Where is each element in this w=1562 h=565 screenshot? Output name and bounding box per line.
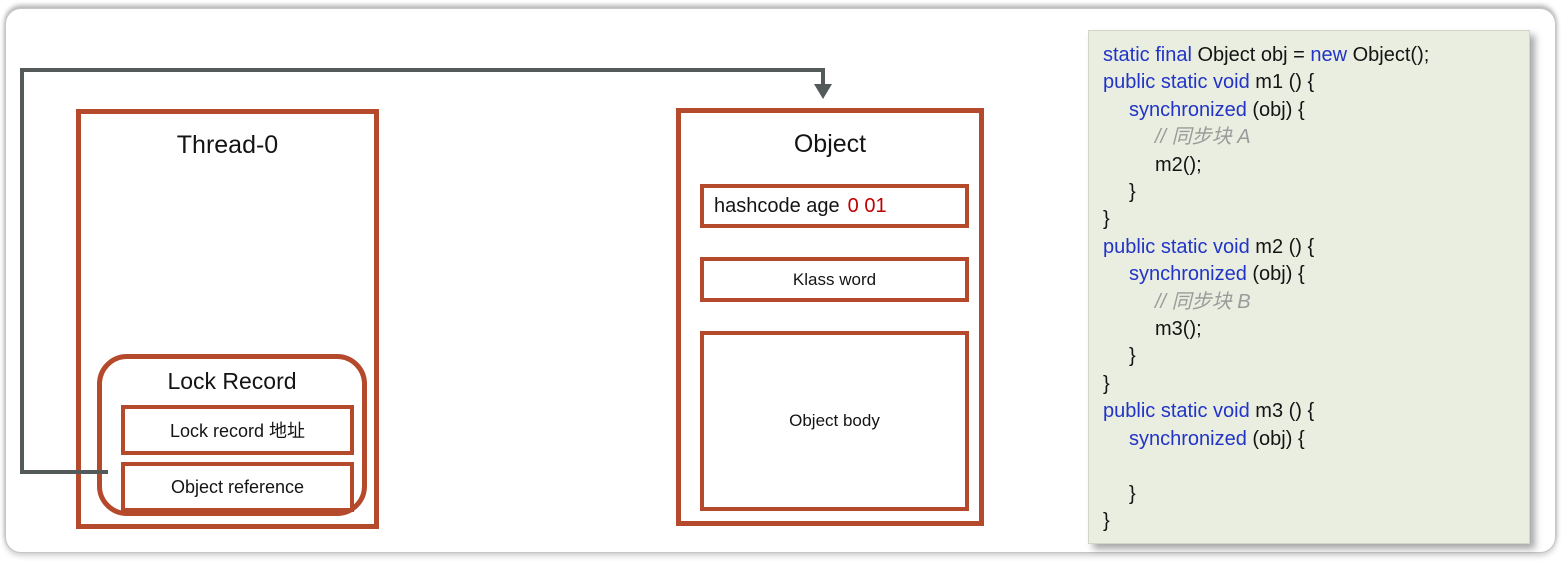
code-token-cm: // 同步块 A — [1155, 126, 1251, 149]
klass-word-cell: Klass word — [700, 257, 969, 302]
object-body-cell: Object body — [700, 331, 969, 511]
code-token-kw: new — [1310, 44, 1348, 66]
code-line: } — [1103, 481, 1521, 508]
code-token-pl: (obj) { — [1246, 427, 1305, 450]
code-line: } — [1103, 371, 1521, 398]
code-token-pl: (obj) { — [1246, 263, 1305, 286]
mark-word-label: hashcode age — [714, 194, 840, 217]
code-token-pl: m3 () { — [1249, 400, 1315, 423]
code-token-pl: } — [1129, 181, 1136, 204]
code-line: } — [1103, 179, 1521, 206]
code-token-pl: } — [1129, 482, 1136, 505]
mark-word-cell: hashcode age 0 01 — [700, 184, 969, 228]
lock-record-address-cell: Lock record 地址 — [121, 405, 354, 455]
code-line: synchronized (obj) { — [1103, 426, 1521, 453]
code-token-pl: m2 () { — [1249, 235, 1315, 258]
object-body-label: Object body — [789, 411, 880, 430]
code-line: m2(); — [1103, 152, 1521, 179]
code-token-kw: static final — [1103, 44, 1192, 66]
code-line: // 同步块 A — [1103, 124, 1521, 151]
code-block: static final Object obj = new Object();p… — [1088, 30, 1530, 544]
mark-word-value: 0 01 — [847, 194, 887, 217]
code-line: // 同步块 B — [1103, 289, 1521, 316]
code-token-pl: Object obj = — [1191, 44, 1311, 66]
object-box-title: Object — [793, 130, 867, 158]
code-token-pl: } — [1103, 208, 1110, 231]
lock-record-title: Lock Record — [167, 368, 297, 394]
code-line: } — [1103, 206, 1521, 233]
code-token-kw: public static void — [1103, 235, 1250, 258]
object-box: Object hashcode age 0 01 Klass word Obje… — [676, 108, 984, 526]
object-reference-label: Object reference — [170, 476, 305, 497]
code-line: static final Object obj = new Object(); — [1103, 42, 1521, 69]
code-token-pl: Object(); — [1347, 44, 1430, 66]
lock-record-address-label: Lock record 地址 — [169, 421, 306, 441]
klass-word-label: Klass word — [792, 269, 877, 289]
thread-box: Thread-0 Lock Record Lock record 地址 Obje… — [76, 109, 379, 529]
code-token-kw: synchronized — [1129, 427, 1247, 450]
code-token-kw: public static void — [1103, 400, 1250, 423]
thread-box-title: Thread-0 — [176, 131, 279, 159]
code-line: public static void m1 () { — [1103, 69, 1521, 96]
code-line: m3(); — [1103, 316, 1521, 343]
code-token-pl: } — [1129, 345, 1136, 368]
code-token-pl: m2(); — [1155, 153, 1202, 176]
code-token-pl: } — [1103, 509, 1110, 532]
code-line: synchronized (obj) { — [1103, 261, 1521, 288]
code-line: } — [1103, 508, 1521, 535]
code-line: public static void m2 () { — [1103, 234, 1521, 261]
code-token-kw: synchronized — [1129, 263, 1247, 286]
code-line: public static void m3 () { — [1103, 398, 1521, 425]
code-token-pl: m3(); — [1155, 318, 1202, 341]
code-line: synchronized (obj) { — [1103, 97, 1521, 124]
code-token-kw: public static void — [1103, 71, 1250, 94]
code-token-kw: synchronized — [1129, 98, 1247, 121]
lock-record-box: Lock Record Lock record 地址 Object refere… — [97, 354, 367, 516]
code-token-pl: (obj) { — [1246, 98, 1305, 121]
code-token-pl: m1 () { — [1249, 71, 1315, 94]
code-token-cm: // 同步块 B — [1155, 290, 1251, 313]
object-reference-cell: Object reference — [121, 462, 354, 512]
code-line: } — [1103, 343, 1521, 370]
code-token-pl: } — [1103, 372, 1110, 395]
code-line — [1103, 453, 1521, 480]
